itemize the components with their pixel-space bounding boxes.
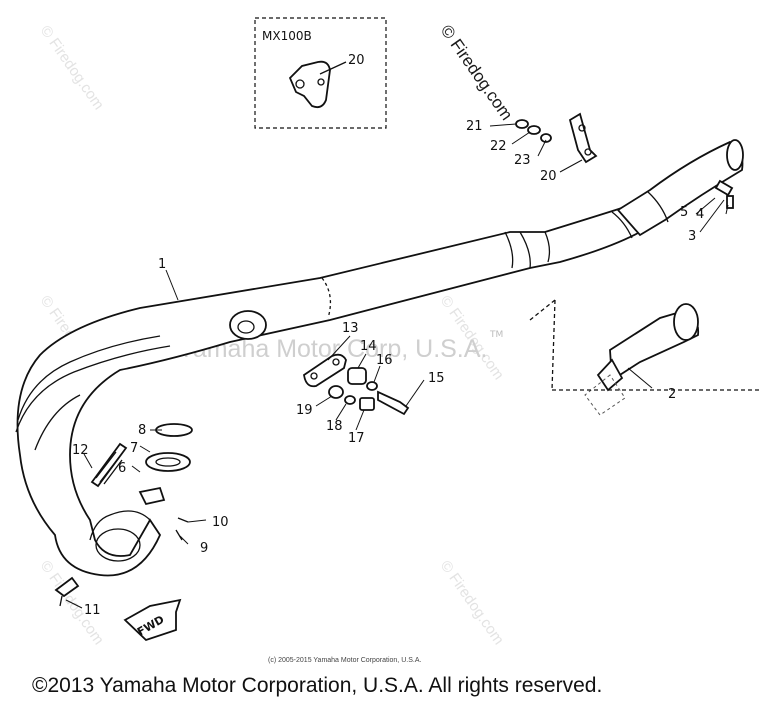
callout-9: 9 bbox=[200, 541, 208, 556]
callout-6: 6 bbox=[118, 461, 126, 476]
flange-assembly bbox=[303, 353, 410, 416]
expansion-chamber bbox=[15, 193, 670, 577]
callout-17: 17 bbox=[348, 431, 365, 446]
inset-label: MX100B bbox=[262, 29, 312, 43]
callout-20-main: 20 bbox=[540, 169, 557, 184]
fwd-arrow: FWD bbox=[123, 598, 182, 642]
callout-12: 12 bbox=[72, 443, 89, 458]
callout-22: 22 bbox=[490, 139, 507, 154]
copyright-small: (c) 2005-2015 Yamaha Motor Corporation, … bbox=[268, 657, 421, 664]
callout-2: 2 bbox=[668, 387, 676, 402]
callout-18: 18 bbox=[326, 419, 343, 434]
callout-labels: 1 2 3 4 5 6 7 8 9 10 11 12 13 14 15 16 1… bbox=[72, 53, 704, 618]
callout-10: 10 bbox=[212, 515, 229, 530]
callout-3: 3 bbox=[688, 229, 696, 244]
bolts-4-5 bbox=[714, 179, 734, 209]
leader-lines bbox=[65, 123, 729, 609]
callout-16: 16 bbox=[376, 353, 393, 368]
watermark-bottom-right: © Firedog.com bbox=[437, 558, 507, 649]
silencer bbox=[611, 139, 744, 239]
bracket-20-upper bbox=[568, 112, 598, 164]
copyright-footer: ©2013 Yamaha Motor Corporation, U.S.A. A… bbox=[32, 674, 602, 697]
callout-4: 4 bbox=[696, 207, 704, 222]
hardware-21-22-23 bbox=[515, 119, 552, 143]
callout-14: 14 bbox=[360, 339, 377, 354]
callout-20-inset: 20 bbox=[348, 53, 365, 68]
callout-15: 15 bbox=[428, 371, 445, 386]
callout-1: 1 bbox=[158, 257, 166, 272]
watermark-top-left: © Firedog.com bbox=[37, 23, 107, 114]
callout-23: 23 bbox=[514, 153, 531, 168]
callout-5: 5 bbox=[680, 205, 688, 220]
silencer-insert bbox=[529, 299, 759, 416]
callout-19: 19 bbox=[296, 403, 313, 418]
inset-box: MX100B bbox=[254, 17, 387, 129]
callout-13: 13 bbox=[342, 321, 359, 336]
callout-8: 8 bbox=[138, 423, 146, 438]
callout-11: 11 bbox=[84, 603, 101, 618]
spring-gasket-set bbox=[54, 423, 193, 607]
trademark-mark: TM bbox=[489, 330, 503, 340]
firedog-watermark: © Firedog.com bbox=[437, 21, 517, 123]
callout-7: 7 bbox=[130, 441, 138, 456]
callout-21: 21 bbox=[466, 119, 483, 134]
